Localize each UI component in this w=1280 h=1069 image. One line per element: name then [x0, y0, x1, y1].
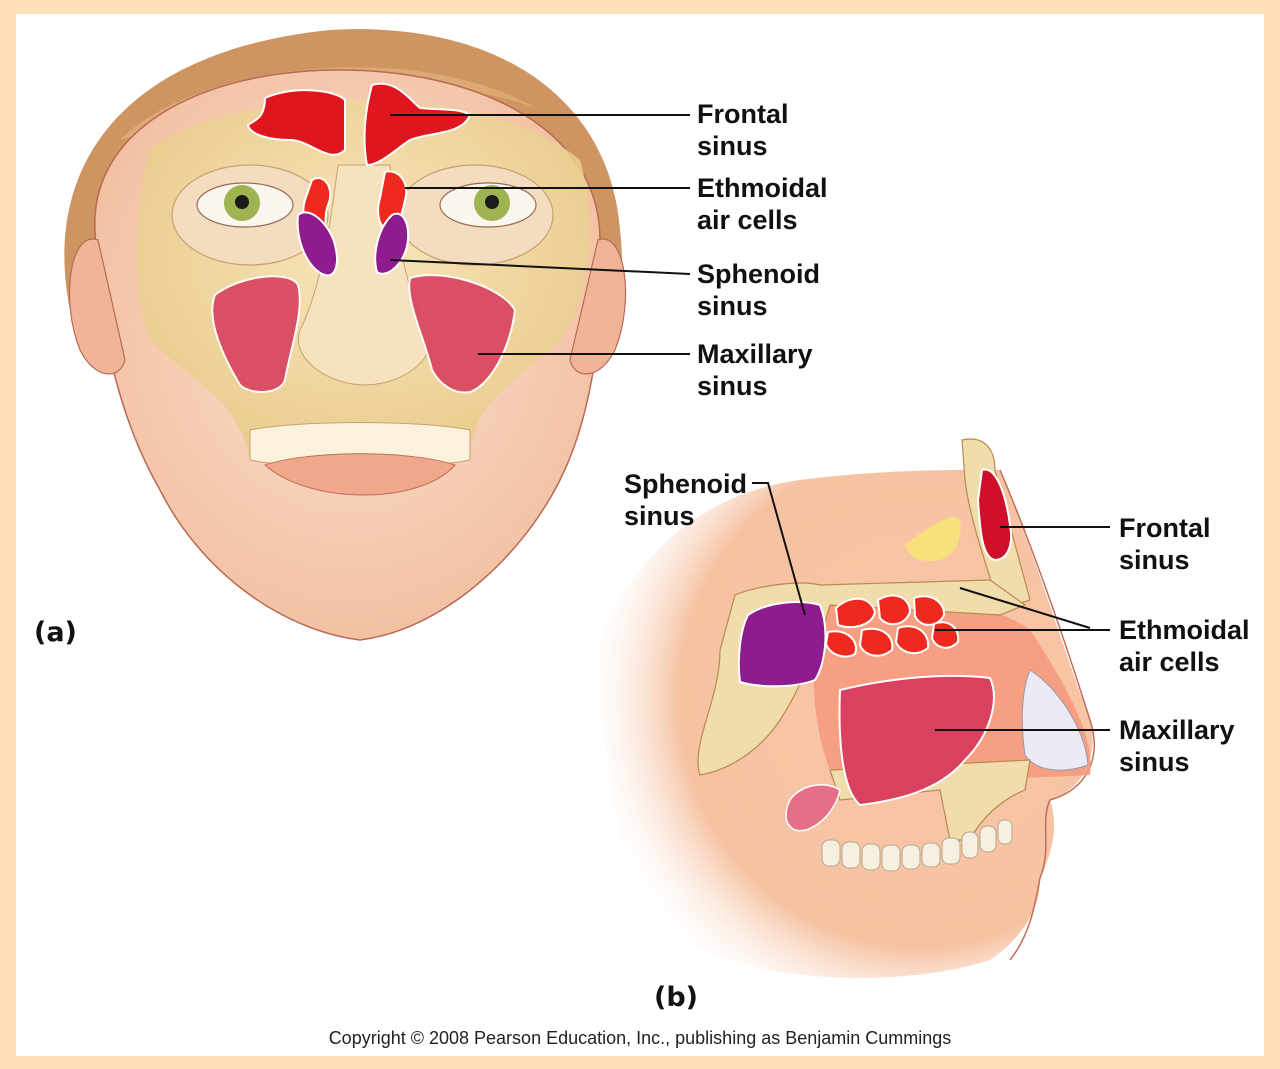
label-a-maxillary-sinus: Maxillary sinus	[697, 338, 813, 402]
panel-b-letter: (b)	[654, 982, 698, 1013]
label-line: sinus	[1119, 544, 1211, 576]
label-line: sinus	[697, 130, 789, 162]
label-b-frontal-sinus: Frontal sinus	[1119, 512, 1211, 576]
left-pupil	[235, 195, 249, 209]
label-b-ethmoidal-air-cells: Ethmoidal air cells	[1119, 614, 1250, 678]
label-line: air cells	[697, 204, 828, 236]
right-pupil	[485, 195, 499, 209]
label-line: Ethmoidal	[1119, 614, 1250, 646]
panel-a-face	[64, 29, 690, 640]
copyright-notice: Copyright © 2008 Pearson Education, Inc.…	[0, 1028, 1280, 1049]
label-b-sphenoid-sinus: Sphenoid sinus	[624, 468, 747, 532]
label-line: Frontal	[697, 98, 789, 130]
label-b-maxillary-sinus: Maxillary sinus	[1119, 714, 1235, 778]
label-line: sinus	[697, 290, 820, 322]
label-a-sphenoid-sinus: Sphenoid sinus	[697, 258, 820, 322]
label-line: sinus	[697, 370, 813, 402]
panel-a-letter: (a)	[34, 617, 77, 648]
label-line: Ethmoidal	[697, 172, 828, 204]
label-a-ethmoidal-air-cells: Ethmoidal air cells	[697, 172, 828, 236]
label-line: sinus	[1119, 746, 1235, 778]
label-line: air cells	[1119, 646, 1250, 678]
label-line: sinus	[624, 500, 747, 532]
label-line: Maxillary	[1119, 714, 1235, 746]
label-line: Sphenoid	[624, 468, 747, 500]
label-line: Frontal	[1119, 512, 1211, 544]
label-line: Maxillary	[697, 338, 813, 370]
label-a-frontal-sinus: Frontal sinus	[697, 98, 789, 162]
label-line: Sphenoid	[697, 258, 820, 290]
sphenoid-profile	[739, 602, 826, 686]
